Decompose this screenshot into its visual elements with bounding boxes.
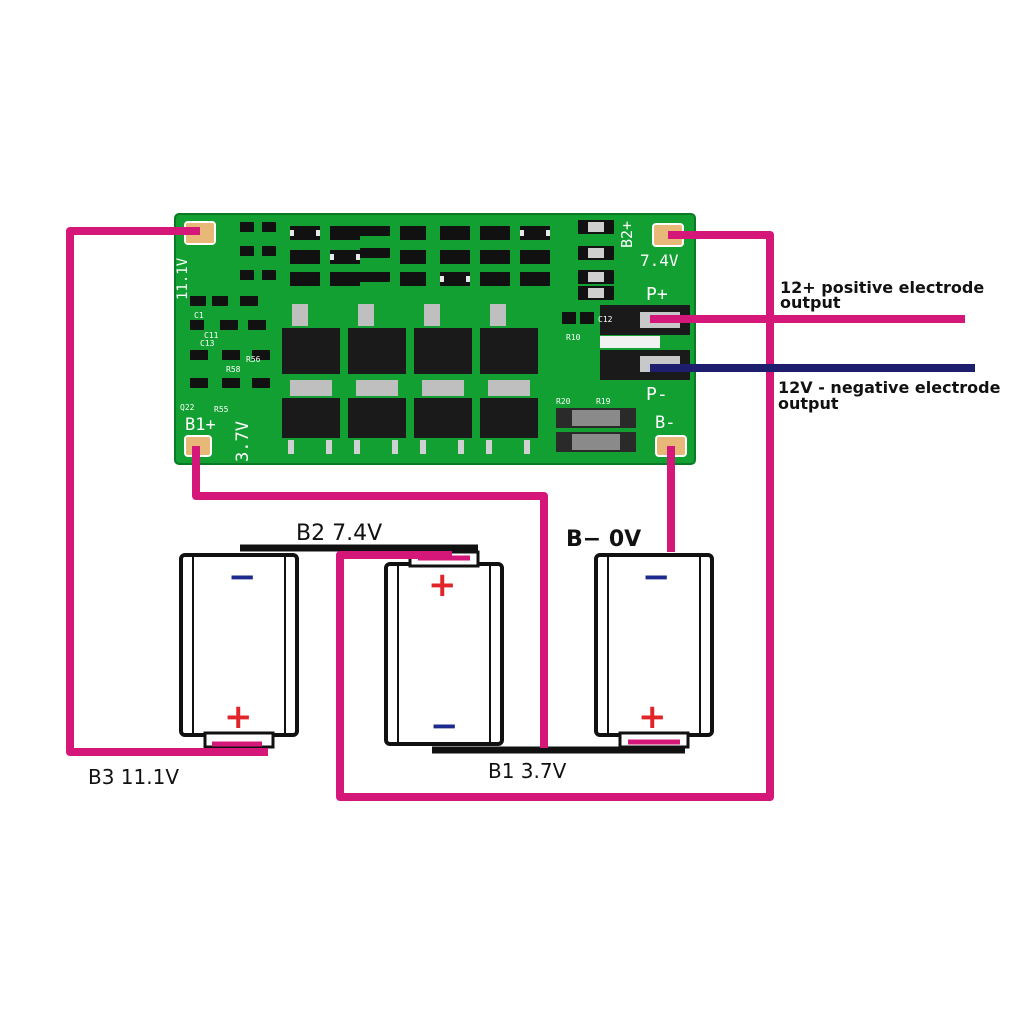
label-positive-output-line1: 12+ positive electrode <box>780 278 984 297</box>
label-b3-voltage: B3 11.1V <box>88 765 179 789</box>
plus-sign-icon: + <box>428 565 457 605</box>
output-terminals <box>600 305 690 380</box>
bms-board: B1+ 3.7V B2+ 7.4V 11.1V B- P+ P- R20 R19… <box>174 213 696 465</box>
label-pad-b3-voltage: 11.1V <box>175 257 191 300</box>
label-pad-b1-voltage: 3.7V <box>233 421 253 462</box>
resistor-array <box>578 220 614 300</box>
label-b2-voltage: B2 7.4V <box>296 521 382 546</box>
wire-b2 <box>336 231 774 801</box>
wire-b1 <box>192 446 548 748</box>
label-b1-voltage: B1 3.7V <box>488 759 567 783</box>
label-pad-pplus: P+ <box>646 284 668 305</box>
shunt-resistors <box>556 408 636 452</box>
label-negative-output-line1: 12V - negative electrode <box>778 378 1001 397</box>
label-pad-b1: B1+ <box>185 415 216 435</box>
minus-sign-icon: − <box>430 706 459 746</box>
label-positive-output-line2: output <box>780 293 841 312</box>
plus-sign-icon: + <box>638 697 667 737</box>
label-c1: C1 <box>194 311 204 320</box>
battery-b2-cell: + − <box>384 550 504 746</box>
battery-b3-cell: − + <box>179 553 299 749</box>
label-r20: R20 <box>556 397 571 406</box>
label-pad-b2-voltage: 7.4V <box>640 251 679 270</box>
label-r19: R19 <box>596 397 611 406</box>
label-bminus-voltage: B− 0V <box>566 527 641 552</box>
label-r56: R56 <box>246 355 261 364</box>
smd-terminals <box>290 230 550 282</box>
mosfet-array <box>282 304 538 454</box>
label-q22: Q22 <box>180 403 195 412</box>
plus-sign-icon: + <box>224 697 253 737</box>
label-c12: C12 <box>598 315 613 324</box>
minus-sign-icon: − <box>228 557 257 597</box>
label-c11: C11 <box>204 331 219 340</box>
label-negative-output-line2: output <box>778 394 839 413</box>
label-pad-bminus: B- <box>655 413 675 433</box>
smd-component-array <box>190 222 594 388</box>
label-c13: C13 <box>200 339 215 348</box>
battery-b1-cell: − + <box>594 553 714 749</box>
label-r58: R58 <box>226 365 241 374</box>
label-pad-b2: B2+ <box>618 221 636 248</box>
label-pad-pminus: P- <box>646 384 668 405</box>
label-r10: R10 <box>566 333 581 342</box>
minus-sign-icon: − <box>642 557 671 597</box>
wire-b3 <box>66 227 268 756</box>
label-r55: R55 <box>214 405 229 414</box>
